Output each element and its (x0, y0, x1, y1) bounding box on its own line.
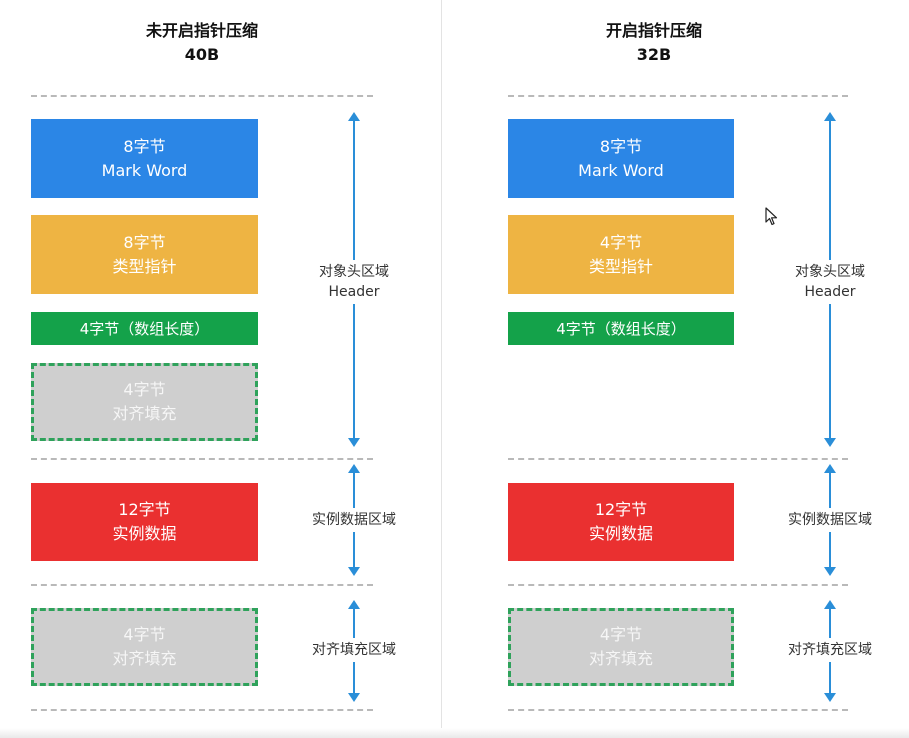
arrow-down-icon (348, 567, 360, 576)
klass-pointer-size: 8字节 (123, 232, 166, 252)
right-title: 开启指针压缩 32B (547, 19, 761, 67)
padding-name: 对齐填充 (112, 649, 177, 668)
left-size-text: 40B (184, 45, 220, 64)
instance-region-text: 实例数据区域 (312, 512, 396, 528)
header-region-en: Header (328, 284, 380, 300)
dashed-separator-bottom (31, 709, 373, 711)
dashed-separator-top (508, 95, 848, 97)
array-length-block: 4字节（数组长度） (508, 312, 734, 345)
right-panel-compressed: 开启指针压缩 32B 8字节 Mark Word 4字节 类型指针 4字节（数组… (443, 0, 909, 738)
dashed-separator-header-end (508, 458, 848, 460)
right-title-text: 开启指针压缩 (605, 21, 702, 40)
instance-data-size: 12字节 (594, 500, 648, 519)
instance-data-size: 12字节 (118, 500, 171, 519)
header-region-cn: 对象头区域 (795, 264, 865, 280)
padding-region-text: 对齐填充区域 (788, 642, 872, 658)
mark-word-name: Mark Word (578, 160, 664, 180)
padding-region-label: 对齐填充区域 (779, 638, 881, 662)
mark-word-size: 8字节 (599, 136, 643, 156)
instance-data-name: 实例数据 (588, 524, 653, 543)
instance-region-label: 实例数据区域 (779, 508, 881, 532)
dashed-separator-instance-end (31, 584, 373, 586)
arrow-down-icon (824, 567, 836, 576)
klass-pointer-block: 4字节 类型指针 (508, 215, 734, 294)
left-title: 未开启指针压缩 40B (95, 19, 309, 67)
klass-pointer-name: 类型指针 (588, 256, 653, 276)
padding-block: 4字节 对齐填充 (31, 608, 258, 686)
array-length-label: 4字节（数组长度） (556, 319, 686, 338)
padding-size: 4字节 (599, 625, 643, 644)
arrow-up-icon (824, 464, 836, 473)
header-region-cn: 对象头区域 (319, 264, 389, 280)
klass-pointer-name: 类型指针 (112, 256, 177, 276)
header-padding-size: 4字节 (123, 380, 166, 399)
padding-region-text: 对齐填充区域 (312, 642, 396, 658)
dashed-separator-instance-end (508, 584, 848, 586)
arrow-down-icon (348, 438, 360, 447)
mark-word-block: 8字节 Mark Word (31, 119, 258, 198)
padding-block: 4字节 对齐填充 (508, 608, 734, 686)
header-region-label: 对象头区域 Header (779, 260, 881, 304)
arrow-down-icon (348, 693, 360, 702)
array-length-block: 4字节（数组长度） (31, 312, 258, 345)
instance-data-name: 实例数据 (112, 524, 177, 543)
left-panel-uncompressed: 未开启指针压缩 40B 8字节 Mark Word 8字节 类型指针 4字节（数… (0, 0, 441, 738)
left-title-text: 未开启指针压缩 (145, 21, 258, 40)
padding-name: 对齐填充 (588, 649, 653, 668)
instance-data-block: 12字节 实例数据 (31, 483, 258, 561)
header-region-label: 对象头区域 Header (303, 260, 405, 304)
header-padding-block: 4字节 对齐填充 (31, 363, 258, 441)
instance-data-block: 12字节 实例数据 (508, 483, 734, 561)
arrow-down-icon (824, 438, 836, 447)
bottom-edge-shade (0, 728, 909, 738)
header-region-en: Header (804, 284, 856, 300)
arrow-down-icon (824, 693, 836, 702)
arrow-up-icon (348, 600, 360, 609)
arrow-up-icon (348, 464, 360, 473)
mouse-pointer-icon (765, 207, 778, 226)
dashed-separator-bottom (508, 709, 848, 711)
right-size-text: 32B (636, 45, 672, 64)
mark-word-name: Mark Word (101, 160, 188, 180)
mark-word-block: 8字节 Mark Word (508, 119, 734, 198)
klass-pointer-size: 4字节 (599, 232, 643, 252)
dashed-separator-top (31, 95, 373, 97)
instance-region-text: 实例数据区域 (788, 512, 872, 528)
padding-size: 4字节 (123, 625, 166, 644)
arrow-up-icon (348, 112, 360, 121)
header-padding-name: 对齐填充 (112, 404, 177, 423)
arrow-up-icon (824, 600, 836, 609)
instance-region-label: 实例数据区域 (303, 508, 405, 532)
panel-divider (441, 0, 442, 738)
array-length-label: 4字节（数组长度） (79, 319, 210, 338)
padding-region-label: 对齐填充区域 (303, 638, 405, 662)
arrow-up-icon (824, 112, 836, 121)
dashed-separator-header-end (31, 458, 373, 460)
mark-word-size: 8字节 (123, 136, 166, 156)
klass-pointer-block: 8字节 类型指针 (31, 215, 258, 294)
